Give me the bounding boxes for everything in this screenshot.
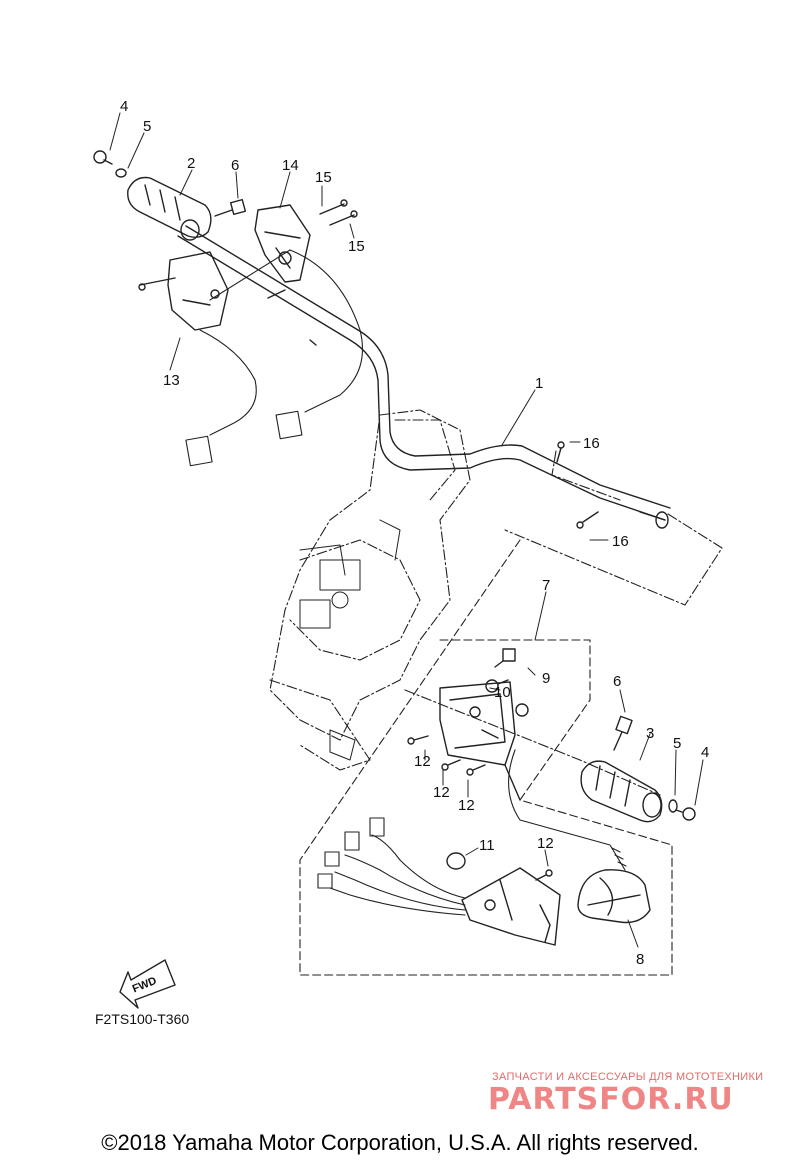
left-grip [127, 176, 212, 241]
screws-16 [556, 441, 599, 529]
callout-4: 4 [120, 98, 128, 115]
fwd-arrow [119, 959, 176, 1009]
bolts-15 [319, 199, 358, 226]
switch-assembly-box [299, 539, 673, 976]
left-end-bolt [93, 150, 113, 165]
frame-detail [299, 519, 401, 761]
callout-15: 15 [348, 238, 365, 255]
callout-5: 5 [673, 735, 681, 752]
throttle-cable [508, 749, 627, 871]
callout-9: 9 [542, 670, 550, 687]
callout-labels: 1 2 3 4 4 5 5 6 6 7 8 9 10 11 12 12 12 1… [120, 98, 709, 995]
callout-12: 12 [537, 835, 554, 852]
button-11 [446, 852, 466, 870]
callout-8: 8 [636, 951, 644, 968]
callout-3: 3 [646, 725, 654, 742]
screws-12 [407, 735, 553, 881]
copyright-notice: ©2018 Yamaha Motor Corporation, U.S.A. A… [101, 1130, 699, 1155]
part-10 [485, 679, 509, 693]
left-switch [138, 251, 229, 331]
callout-1: 1 [535, 375, 543, 392]
switch-wiring [317, 817, 466, 916]
handlebar [177, 225, 723, 606]
callout-11: 11 [479, 837, 495, 854]
callout-13: 13 [163, 372, 180, 389]
callout-2: 2 [187, 155, 195, 172]
callout-7: 7 [542, 577, 550, 594]
screw-9 [494, 648, 516, 668]
callout-5: 5 [143, 118, 151, 135]
callout-15: 15 [315, 169, 332, 186]
frame-outline [269, 409, 471, 771]
callout-6: 6 [231, 157, 239, 174]
throttle-axis [404, 689, 661, 796]
watermark-logo: PARTSFOR.RU [488, 1082, 734, 1117]
watermark-tagline: ЗАПЧАСТИ И АКСЕССУАРЫ ДЛЯ МОТОТЕХНИКИ [492, 1071, 764, 1083]
left-cables [185, 249, 364, 467]
callout-16: 16 [583, 435, 600, 452]
callout-14: 14 [282, 157, 299, 174]
right-grip [580, 760, 663, 823]
callout-6: 6 [613, 673, 621, 690]
right-switch-housing [439, 681, 529, 801]
left-bolt-6 [214, 198, 247, 217]
cable-cover-8 [577, 869, 651, 924]
bracket-14 [254, 204, 311, 283]
callout-12: 12 [414, 753, 431, 770]
callout-4: 4 [701, 744, 709, 761]
callout-12: 12 [433, 784, 450, 801]
diagram-reference-code: F2TS100-T360 [95, 1011, 190, 1027]
callout-10: 10 [494, 684, 511, 701]
callout-12: 12 [458, 797, 475, 814]
left-washer [115, 168, 127, 178]
right-end-bolt [675, 807, 696, 821]
right-washer [668, 799, 678, 813]
callout-16: 16 [612, 533, 629, 550]
leader-lines [109, 112, 704, 948]
switch-lower-body [461, 867, 561, 946]
right-bolt-6 [613, 715, 633, 751]
